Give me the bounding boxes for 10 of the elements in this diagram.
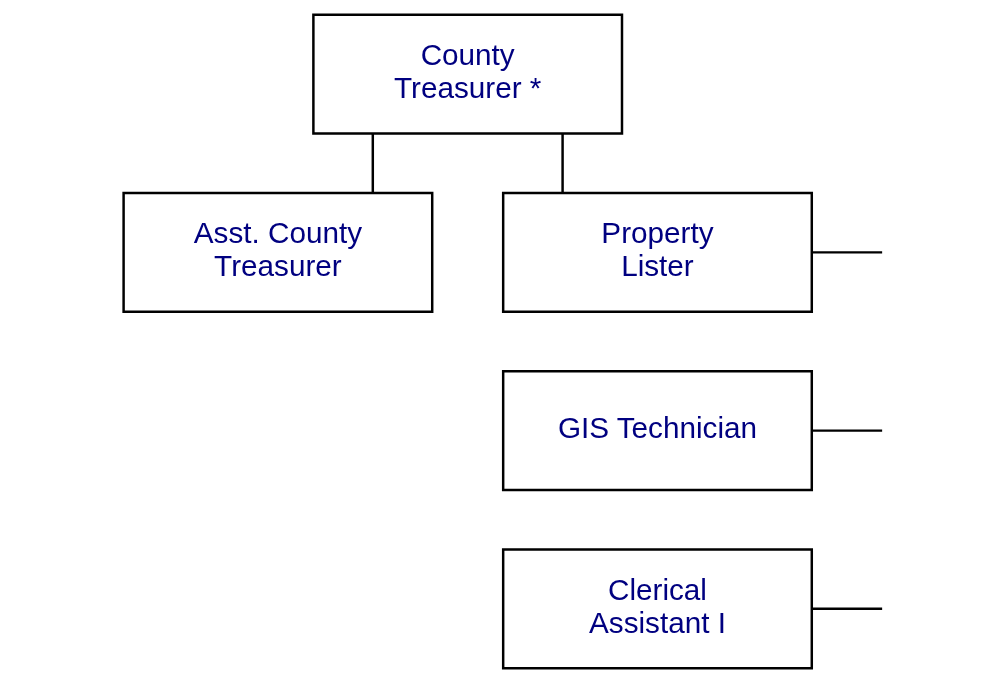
connector	[812, 251, 883, 254]
node-box: Asst. County Treasurer	[122, 191, 434, 314]
connector	[371, 134, 375, 193]
node-box: Clerical Assistant I	[501, 548, 813, 670]
connector	[812, 607, 883, 611]
node-box: County Treasurer *	[312, 13, 624, 135]
node-box: Property Lister	[501, 191, 813, 314]
connector	[561, 134, 564, 193]
connector	[812, 429, 883, 432]
node-box: GIS Technician	[501, 369, 813, 492]
